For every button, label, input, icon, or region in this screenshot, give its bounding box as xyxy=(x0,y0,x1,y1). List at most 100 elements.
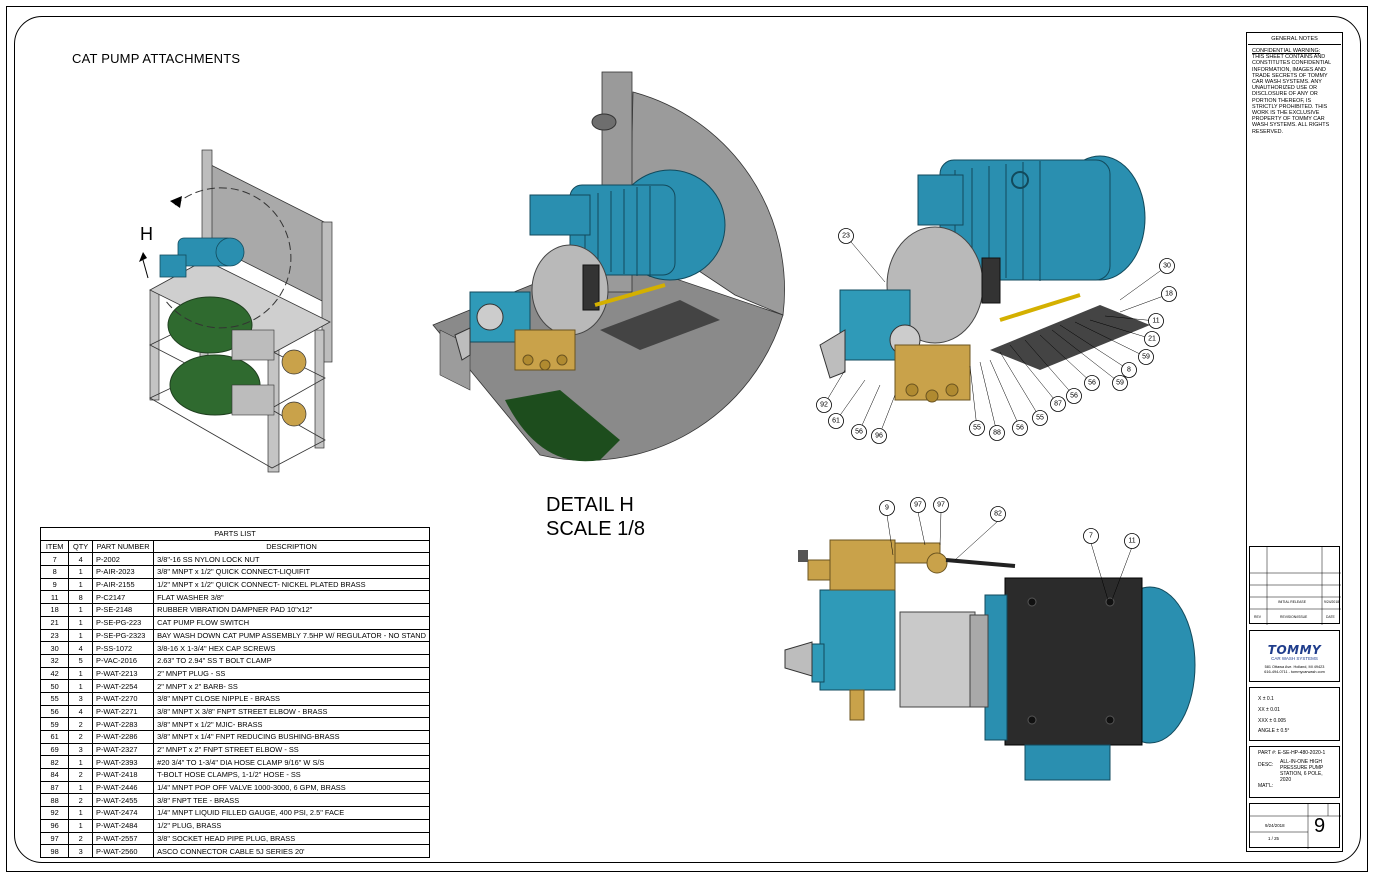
company-logo-box: TOMMY CAR WASH SYSTEMS 581 Ottawa Ave. H… xyxy=(1249,630,1340,682)
part-item: 56 xyxy=(39,704,70,719)
balloon-circle xyxy=(910,497,926,513)
part-qty: 2 xyxy=(68,730,94,744)
part-number-cell: P-SE-PG-223 xyxy=(92,615,155,630)
part-qty: 1 xyxy=(68,628,94,643)
item-balloon: 55 xyxy=(1032,410,1048,426)
tolerance-box: X ± 0.1 XX ± 0.01 XXX ± 0.005 ANGLE ± 0.… xyxy=(1249,687,1340,741)
part-description: 3/8" MNPT x 1/2" MJIC- BRASS xyxy=(153,717,430,731)
balloon-circle xyxy=(933,497,949,513)
item-balloon: 18 xyxy=(1161,286,1177,302)
address-line: 581 Ottawa Ave. Holland, MI 49423 xyxy=(1264,665,1325,669)
part-item: 8 xyxy=(39,565,70,579)
part-qty: 1 xyxy=(68,565,94,579)
balloon-number: 55 xyxy=(1036,415,1044,422)
drawing-date: 9/24/2018 xyxy=(1265,823,1285,828)
balloon-circle xyxy=(838,228,854,244)
part-qty: 2 xyxy=(68,768,94,782)
part-description: ASCO CONNECTOR CABLE 5J SERIES 20' xyxy=(153,844,430,858)
balloon-number: 7 xyxy=(1089,533,1093,540)
balloon-circle xyxy=(1121,362,1137,378)
sheet-title: CAT PUMP ATTACHMENTS xyxy=(72,51,241,66)
company-logo: TOMMY xyxy=(1267,643,1322,657)
balloon-circle xyxy=(1124,533,1140,549)
warning-heading: CONFIDENTIAL WARNING: xyxy=(1252,48,1321,54)
balloon-circle xyxy=(871,428,887,444)
desc-line-3: STATION, 6 POLE, xyxy=(1280,771,1323,777)
rev-initial: INITIAL RELEASE xyxy=(1278,600,1306,604)
part-qty: 4 xyxy=(68,641,94,655)
part-description: RUBBER VIBRATION DAMPNER PAD 10"x12" xyxy=(153,603,430,617)
part-number-cell: P-WAT-2270 xyxy=(92,691,155,706)
balloon-circle xyxy=(828,413,844,429)
balloon-number: 56 xyxy=(855,429,863,436)
part-item: 61 xyxy=(39,730,70,744)
part-number-cell: P-SE-PG-2323 xyxy=(92,628,155,643)
part-qty: 4 xyxy=(68,704,94,719)
part-item: 23 xyxy=(39,628,70,643)
item-balloon: 97 xyxy=(910,497,926,513)
part-item: 97 xyxy=(39,831,70,846)
balloon-number: 18 xyxy=(1165,291,1173,298)
part-info-box: PART #: E-SE-HP-480-2020-1 DESC: ALL-IN-… xyxy=(1249,746,1340,798)
balloon-number: 87 xyxy=(1054,401,1062,408)
top-view xyxy=(784,511,1196,781)
material-label: MAT'L: xyxy=(1258,783,1274,789)
general-notes-title: GENERAL NOTES xyxy=(1248,36,1341,45)
part-qty: 1 xyxy=(68,679,94,693)
title-block xyxy=(1246,32,1343,852)
balloon-circle xyxy=(1084,375,1100,391)
part-description: 1/2" PLUG, BRASS xyxy=(153,818,430,833)
item-balloon: 87 xyxy=(1050,396,1066,412)
part-qty: 2 xyxy=(68,717,94,731)
confidential-notes: CONFIDENTIAL WARNING: THIS SHEET CONTAIN… xyxy=(1252,48,1338,135)
item-balloon: 8 xyxy=(1121,362,1137,378)
item-balloon: 56 xyxy=(851,424,867,440)
balloon-number: 23 xyxy=(842,233,850,240)
part-item: 42 xyxy=(39,666,70,681)
part-qty: 1 xyxy=(68,577,94,592)
part-item: 59 xyxy=(39,717,70,731)
part-item: 98 xyxy=(39,844,70,858)
part-item: 21 xyxy=(39,615,70,630)
part-number-cell: P-SE-2148 xyxy=(92,603,155,617)
part-item: 7 xyxy=(39,552,70,567)
part-number-cell: P-WAT-2327 xyxy=(92,742,155,757)
balloon-circle xyxy=(1159,258,1175,274)
balloon-number: 97 xyxy=(937,502,945,509)
part-qty: 3 xyxy=(68,844,94,858)
part-description: 1/4" MNPT LIQUID FILLED GAUGE, 400 PSI, … xyxy=(153,806,430,820)
part-number-cell: P-2002 xyxy=(92,552,155,567)
sheet-number: 9 xyxy=(1314,815,1326,837)
balloon-circle xyxy=(1032,410,1048,426)
col-part-number: PART NUMBER xyxy=(92,539,155,554)
balloon-number: 97 xyxy=(914,502,922,509)
iso-balloon-view xyxy=(819,155,1170,437)
part-item: 84 xyxy=(39,768,70,782)
part-number-cell: P-WAT-2446 xyxy=(92,780,155,795)
balloon-number: 56 xyxy=(1016,425,1024,432)
part-number-cell: P-WAT-2455 xyxy=(92,793,155,808)
item-balloon: 7 xyxy=(1083,528,1099,544)
part-description: 2" MNPT x 2" BARB- SS xyxy=(153,679,430,693)
inner-border xyxy=(14,16,1361,863)
part-number: PART #: E-SE-HP-480-2020-1 xyxy=(1258,750,1326,756)
item-balloon: 56 xyxy=(1084,375,1100,391)
part-qty: 2 xyxy=(68,793,94,808)
part-description: CAT PUMP FLOW SWITCH xyxy=(153,615,430,630)
part-number-cell: P-WAT-2271 xyxy=(92,704,155,719)
part-item: 11 xyxy=(39,590,70,605)
balloon-number: 8 xyxy=(1127,367,1131,374)
